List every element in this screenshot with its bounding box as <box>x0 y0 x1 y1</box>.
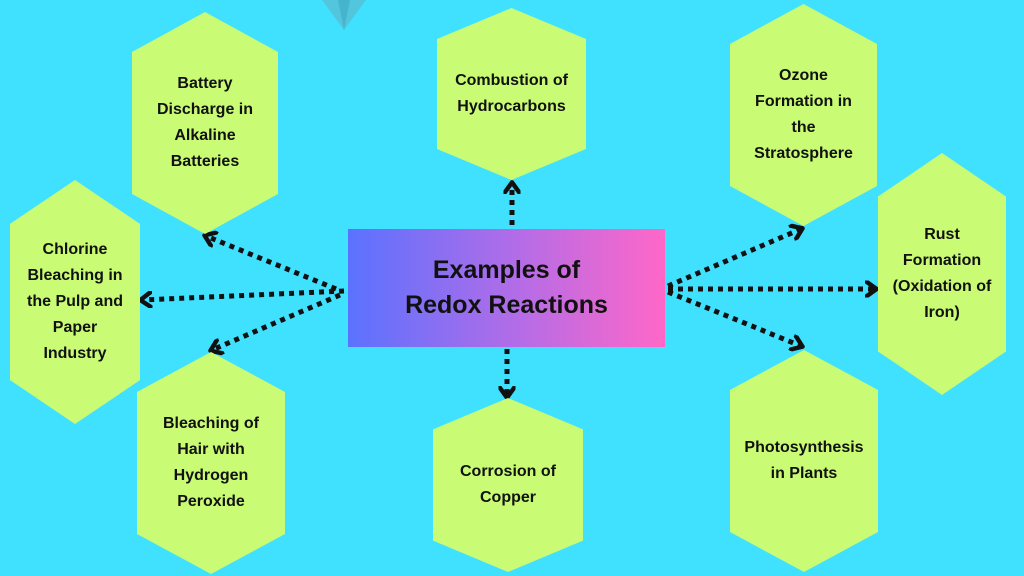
hexagon-label: Chlorine Bleaching in the Pulp and Paper… <box>27 241 123 362</box>
hexagon-ozone-formation: Ozone Formation in the Stratosphere <box>730 4 877 226</box>
hexagon-label: Photosynthesis in Plants <box>744 439 864 482</box>
arrow-to-battery <box>206 236 337 292</box>
hexagon-photosynthesis: Photosynthesis in Plants <box>730 350 878 572</box>
hexagon-chlorine-bleaching: Chlorine Bleaching in the Pulp and Paper… <box>10 180 140 424</box>
hexagon-hair-bleaching: Bleaching of Hair with Hydrogen Peroxide <box>137 352 285 574</box>
central-topic: Examples of Redox Reactions <box>348 229 665 347</box>
arrow-to-ozone <box>667 229 801 289</box>
arrow-to-chlorine <box>142 288 345 300</box>
arrow-to-photosynthesis <box>667 289 801 346</box>
hexagon-copper-corrosion: Corrosion of Copper <box>433 398 583 572</box>
hexagon-label: Rust Formation (Oxidation of Iron) <box>892 226 992 321</box>
hexagon-combustion: Combustion of Hydrocarbons <box>437 8 586 180</box>
hexagon-battery-discharge: Battery Discharge in Alkaline Batteries <box>132 12 278 234</box>
hexagon-label: Combustion of Hydrocarbons <box>455 72 568 115</box>
hexagon-label: Battery Discharge in Alkaline Batteries <box>156 75 254 170</box>
hexagon-label: Ozone Formation in the Stratosphere <box>754 67 853 162</box>
arrow-to-hair <box>212 292 341 350</box>
paper-plane-icon <box>322 0 366 30</box>
hexagon-rust-formation: Rust Formation (Oxidation of Iron) <box>878 153 1006 395</box>
hexagon-label: Bleaching of Hair with Hydrogen Peroxide <box>162 415 259 510</box>
central-topic-title: Examples of Redox Reactions <box>405 256 608 319</box>
hexagon-label: Corrosion of Copper <box>460 463 556 506</box>
